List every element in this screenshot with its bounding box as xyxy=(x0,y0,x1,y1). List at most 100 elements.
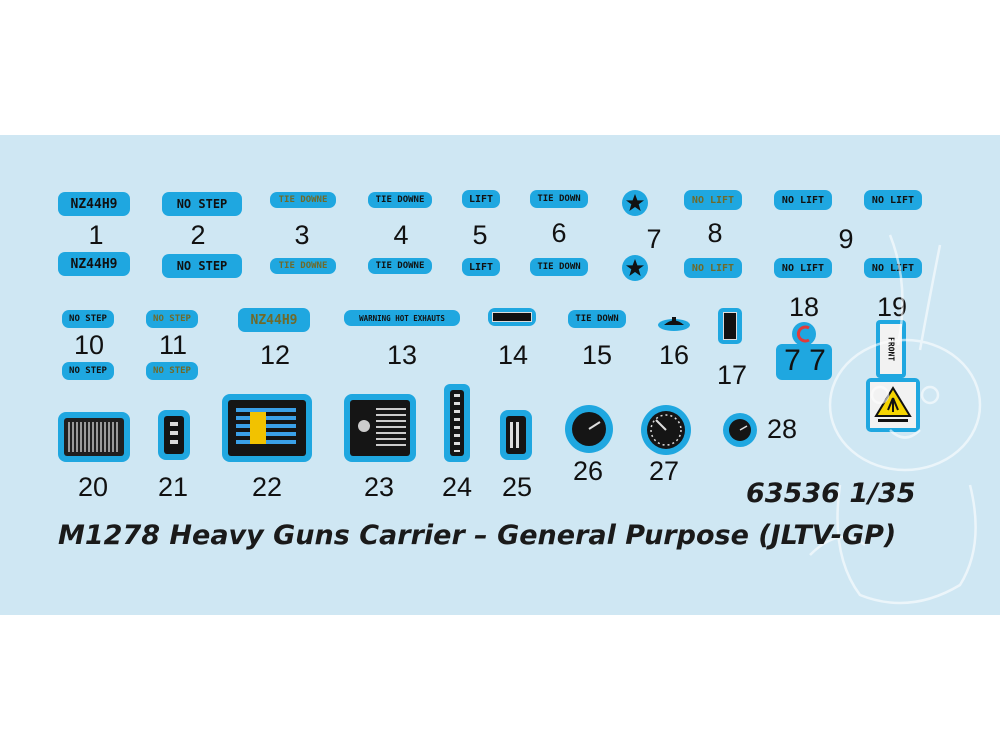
decal-text: NO LIFT xyxy=(691,262,735,274)
decal-number-12: 12 xyxy=(259,340,291,370)
decal-number-1: 1 xyxy=(88,220,104,250)
decal-18-mark xyxy=(776,322,832,380)
decal-text: NO LIFT xyxy=(871,262,915,274)
decal-number-26: 26 xyxy=(572,456,604,486)
star-icon xyxy=(622,190,648,216)
decal-text: NO LIFT xyxy=(691,194,735,206)
decal-8-top: NO LIFT xyxy=(684,190,742,210)
decal-1-top: NZ44H9 xyxy=(58,192,130,216)
decal-10-bottom: NO STEP xyxy=(62,362,114,380)
decal-22-display xyxy=(250,412,266,444)
decal-text: NO STEP xyxy=(176,259,228,273)
decal-24-switches xyxy=(454,394,460,452)
decal-6-top: TIE DOWN xyxy=(530,190,588,208)
decal-23-knob xyxy=(358,420,370,432)
decal-number-18: 18 xyxy=(788,292,820,322)
decal-text: TIE DOWN xyxy=(537,262,581,272)
decal-9a-top: NO LIFT xyxy=(774,190,832,210)
decal-20-inner xyxy=(64,418,124,456)
decal-text: TIE DOWNE xyxy=(278,195,328,205)
decal-17-plate xyxy=(723,312,737,340)
decal-20-panel xyxy=(58,412,130,462)
rabbit-logo xyxy=(809,234,982,605)
decal-number-15: 15 xyxy=(581,340,613,370)
decal-18-digits: 7 7 xyxy=(784,344,826,377)
decal-text: NO LIFT xyxy=(781,194,825,206)
decal-text: LIFT xyxy=(468,193,494,205)
decal-number-2: 2 xyxy=(190,220,206,250)
decal-17 xyxy=(718,308,742,344)
decal-21-dots xyxy=(170,422,178,448)
decal-22-screen xyxy=(236,408,296,444)
decal-number-4: 4 xyxy=(393,220,409,250)
decal-text: NO STEP xyxy=(69,366,107,376)
decal-number-8: 8 xyxy=(707,218,723,248)
decal-number-7: 7 xyxy=(646,224,662,254)
decal-23-panel xyxy=(344,394,416,462)
decal-1-bottom: NZ44H9 xyxy=(58,252,130,276)
decal-text: WARNING HOT EXHAUTS xyxy=(359,313,445,323)
decal-9b-bottom: NO LIFT xyxy=(864,258,922,278)
decal-9a-bottom: NO LIFT xyxy=(774,258,832,278)
decal-number-17: 17 xyxy=(716,360,748,390)
decal-19-text: FRONT xyxy=(886,336,896,362)
decal-9b-top: NO LIFT xyxy=(864,190,922,210)
decal-number-11: 11 xyxy=(158,330,188,360)
decal-25-switches xyxy=(510,422,522,448)
decal-text: TIE DOWNE xyxy=(375,261,425,271)
gauge-icon xyxy=(565,405,613,453)
decal-text: TIE DOWNE xyxy=(375,195,425,205)
decal-12: NZ44H9 xyxy=(238,308,310,332)
decal-text: NO STEP xyxy=(153,366,191,376)
decal-number-10: 10 xyxy=(73,330,105,360)
decal-number-28: 28 xyxy=(766,414,798,444)
decal-text: NO STEP xyxy=(153,314,191,324)
decal-23-lines xyxy=(376,408,406,448)
decal-number-22: 22 xyxy=(251,472,283,502)
decal-number-3: 3 xyxy=(294,220,310,250)
decal-6-bottom: TIE DOWN xyxy=(530,258,588,276)
decal-24-panel xyxy=(444,384,470,462)
decal-2-bottom: NO STEP xyxy=(162,254,242,278)
decal-21-panel xyxy=(158,410,190,460)
decal-text: NO LIFT xyxy=(871,194,915,206)
decal-14-plate xyxy=(492,312,532,322)
decal-10-top: NO STEP xyxy=(62,310,114,328)
decal-22-panel xyxy=(222,394,312,462)
decal-23-inner xyxy=(350,400,410,456)
decal-text: NZ44H9 xyxy=(70,196,118,212)
decal-number-27: 27 xyxy=(648,456,680,486)
decal-16-emblem xyxy=(658,317,690,331)
decal-text: LIFT xyxy=(468,261,494,273)
decal-19-inner: FRONT xyxy=(880,324,902,374)
decal-number-6: 6 xyxy=(551,218,567,248)
decal-4-bottom: TIE DOWNE xyxy=(368,258,432,274)
decal-5-bottom: LIFT xyxy=(462,258,500,276)
decal-22-inner xyxy=(228,400,306,456)
star-icon xyxy=(622,255,648,281)
decal-number-14: 14 xyxy=(497,340,529,370)
decal-2-top: NO STEP xyxy=(162,192,242,216)
decal-number-23: 23 xyxy=(363,472,395,502)
decal-15: TIE DOWN xyxy=(568,310,626,328)
decal-text: TIE DOWN xyxy=(575,314,619,324)
decal-number-21: 21 xyxy=(157,472,189,502)
decal-8-bottom: NO LIFT xyxy=(684,258,742,278)
kit-code: 63536 1/35 xyxy=(746,478,916,509)
decal-13: WARNING HOT EXHAUTS xyxy=(344,310,460,326)
hazard-icon xyxy=(866,378,920,432)
decal-25-panel xyxy=(500,410,532,460)
decal-11-top: NO STEP xyxy=(146,310,198,328)
decal-number-24: 24 xyxy=(441,472,473,502)
decal-text: NO STEP xyxy=(69,314,107,324)
decal-text: TIE DOWNE xyxy=(278,261,328,271)
decal-text: NO STEP xyxy=(176,197,228,211)
decal-21-inner xyxy=(164,416,184,454)
gauge-icon xyxy=(641,405,691,455)
gauge-icon xyxy=(723,413,757,447)
decal-number-13: 13 xyxy=(386,340,418,370)
decal-3-bottom: TIE DOWNE xyxy=(270,258,336,274)
decal-number-5: 5 xyxy=(472,220,488,250)
decal-number-16: 16 xyxy=(658,340,690,370)
sheet-title: M1278 Heavy Guns Carrier – General Purpo… xyxy=(58,520,897,551)
